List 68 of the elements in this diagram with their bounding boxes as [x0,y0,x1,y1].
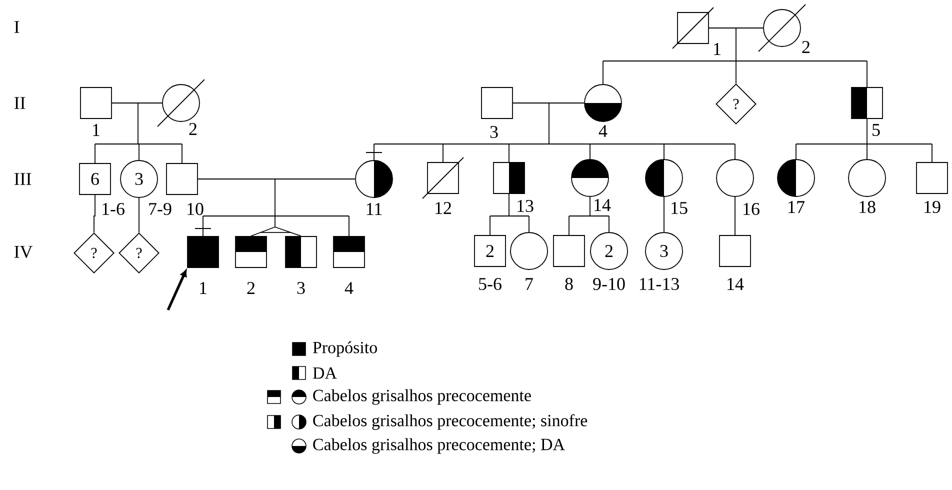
descent-line [528,216,530,232]
individual-number: 5-6 [479,278,502,290]
individual-number: 1 [714,43,720,55]
descent-line [490,194,530,216]
generation-label: I [14,21,20,33]
descent-line [348,216,350,236]
individual-number: 1-6 [102,202,124,216]
descent-line [274,226,302,236]
descent-line [508,144,510,162]
individual-number: 11-13 [640,278,679,290]
legend-text: Cabelos grisalhos precocemente; sinofre [313,414,588,430]
descent-line [734,196,736,236]
individual-number: 11 [366,203,382,215]
legend-text: DA [312,367,337,379]
descent-line [866,144,868,160]
individual-number: 2 [247,282,255,294]
individual-number: 3 [490,126,498,138]
individual-number: 5 [872,124,880,136]
individual-number: 4 [344,282,354,294]
descent-line [374,102,736,144]
individual-number: 9-10 [593,278,625,290]
individual-number: 18 [860,200,876,214]
individual-number: 12 [436,202,452,214]
generation-label: III [14,173,32,185]
individual-number: 3 [297,282,305,294]
legend-text: Cabelos grisalhos precocemente [313,389,531,405]
descent-line [138,144,140,160]
descent-line [734,144,736,160]
mating-line [512,102,584,104]
descent-line [608,216,610,232]
descent-line [602,60,604,84]
descent-line [138,198,140,233]
descent-line [796,118,932,144]
descent-line [94,144,96,164]
individual-number: 17 [788,201,804,213]
descent-line [274,216,276,228]
individual-number: 14 [594,199,611,211]
proband-arrow [166,270,187,311]
generation-label: II [14,97,26,109]
individual-number: 16 [744,202,760,216]
descent-line [250,226,276,236]
twin-bar [260,232,292,233]
individual-number: 8 [565,278,573,290]
individual-number: 7-9 [149,202,172,216]
individual-number: 13 [518,200,534,212]
individual-number: 2 [189,123,197,135]
mating-line [112,102,162,104]
descent-line [442,144,444,162]
descent-line [202,216,204,236]
descent-line [866,60,868,88]
descent-line [94,102,182,144]
descent-line [94,194,96,233]
descent-line [568,196,610,216]
individual-number: 10 [188,202,204,216]
descent-line [602,28,868,62]
individual-number: 15 [672,202,688,214]
individual-number: 2 [802,41,810,53]
individual-number: 1 [93,124,100,136]
individual-number: 14 [728,278,744,290]
individual-number: 19 [924,200,940,214]
individual-number: 4 [598,125,608,137]
legend-text: Cabelos grisalhos precocemente; DA [313,438,565,454]
legend-text: Propósito [312,341,377,357]
individual-number: 7 [526,278,533,290]
descent-line [568,216,570,236]
mating-line [198,178,356,180]
individual-number: 1 [200,282,206,294]
generation-label: IV [14,246,33,258]
